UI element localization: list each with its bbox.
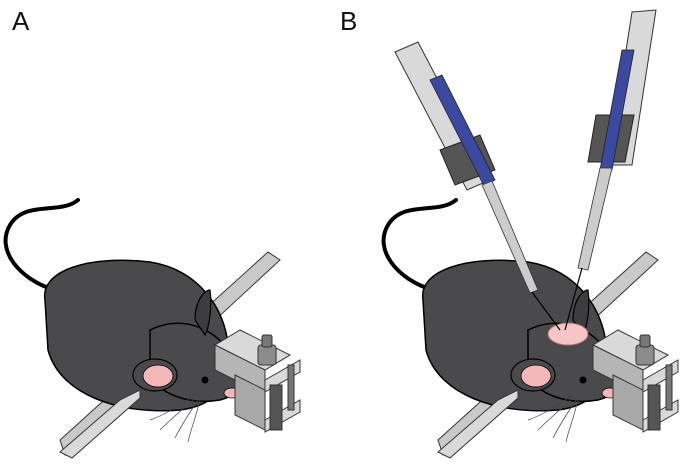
craniotomy	[547, 322, 589, 346]
injector-left	[394, 41, 561, 331]
panel-label-a: A	[12, 6, 30, 36]
injector-right	[564, 9, 657, 331]
mouse-in-stereotaxic-frame-b	[381, 198, 680, 460]
mouse-in-stereotaxic-frame-a	[3, 198, 303, 460]
panel-label-b: B	[340, 6, 358, 36]
